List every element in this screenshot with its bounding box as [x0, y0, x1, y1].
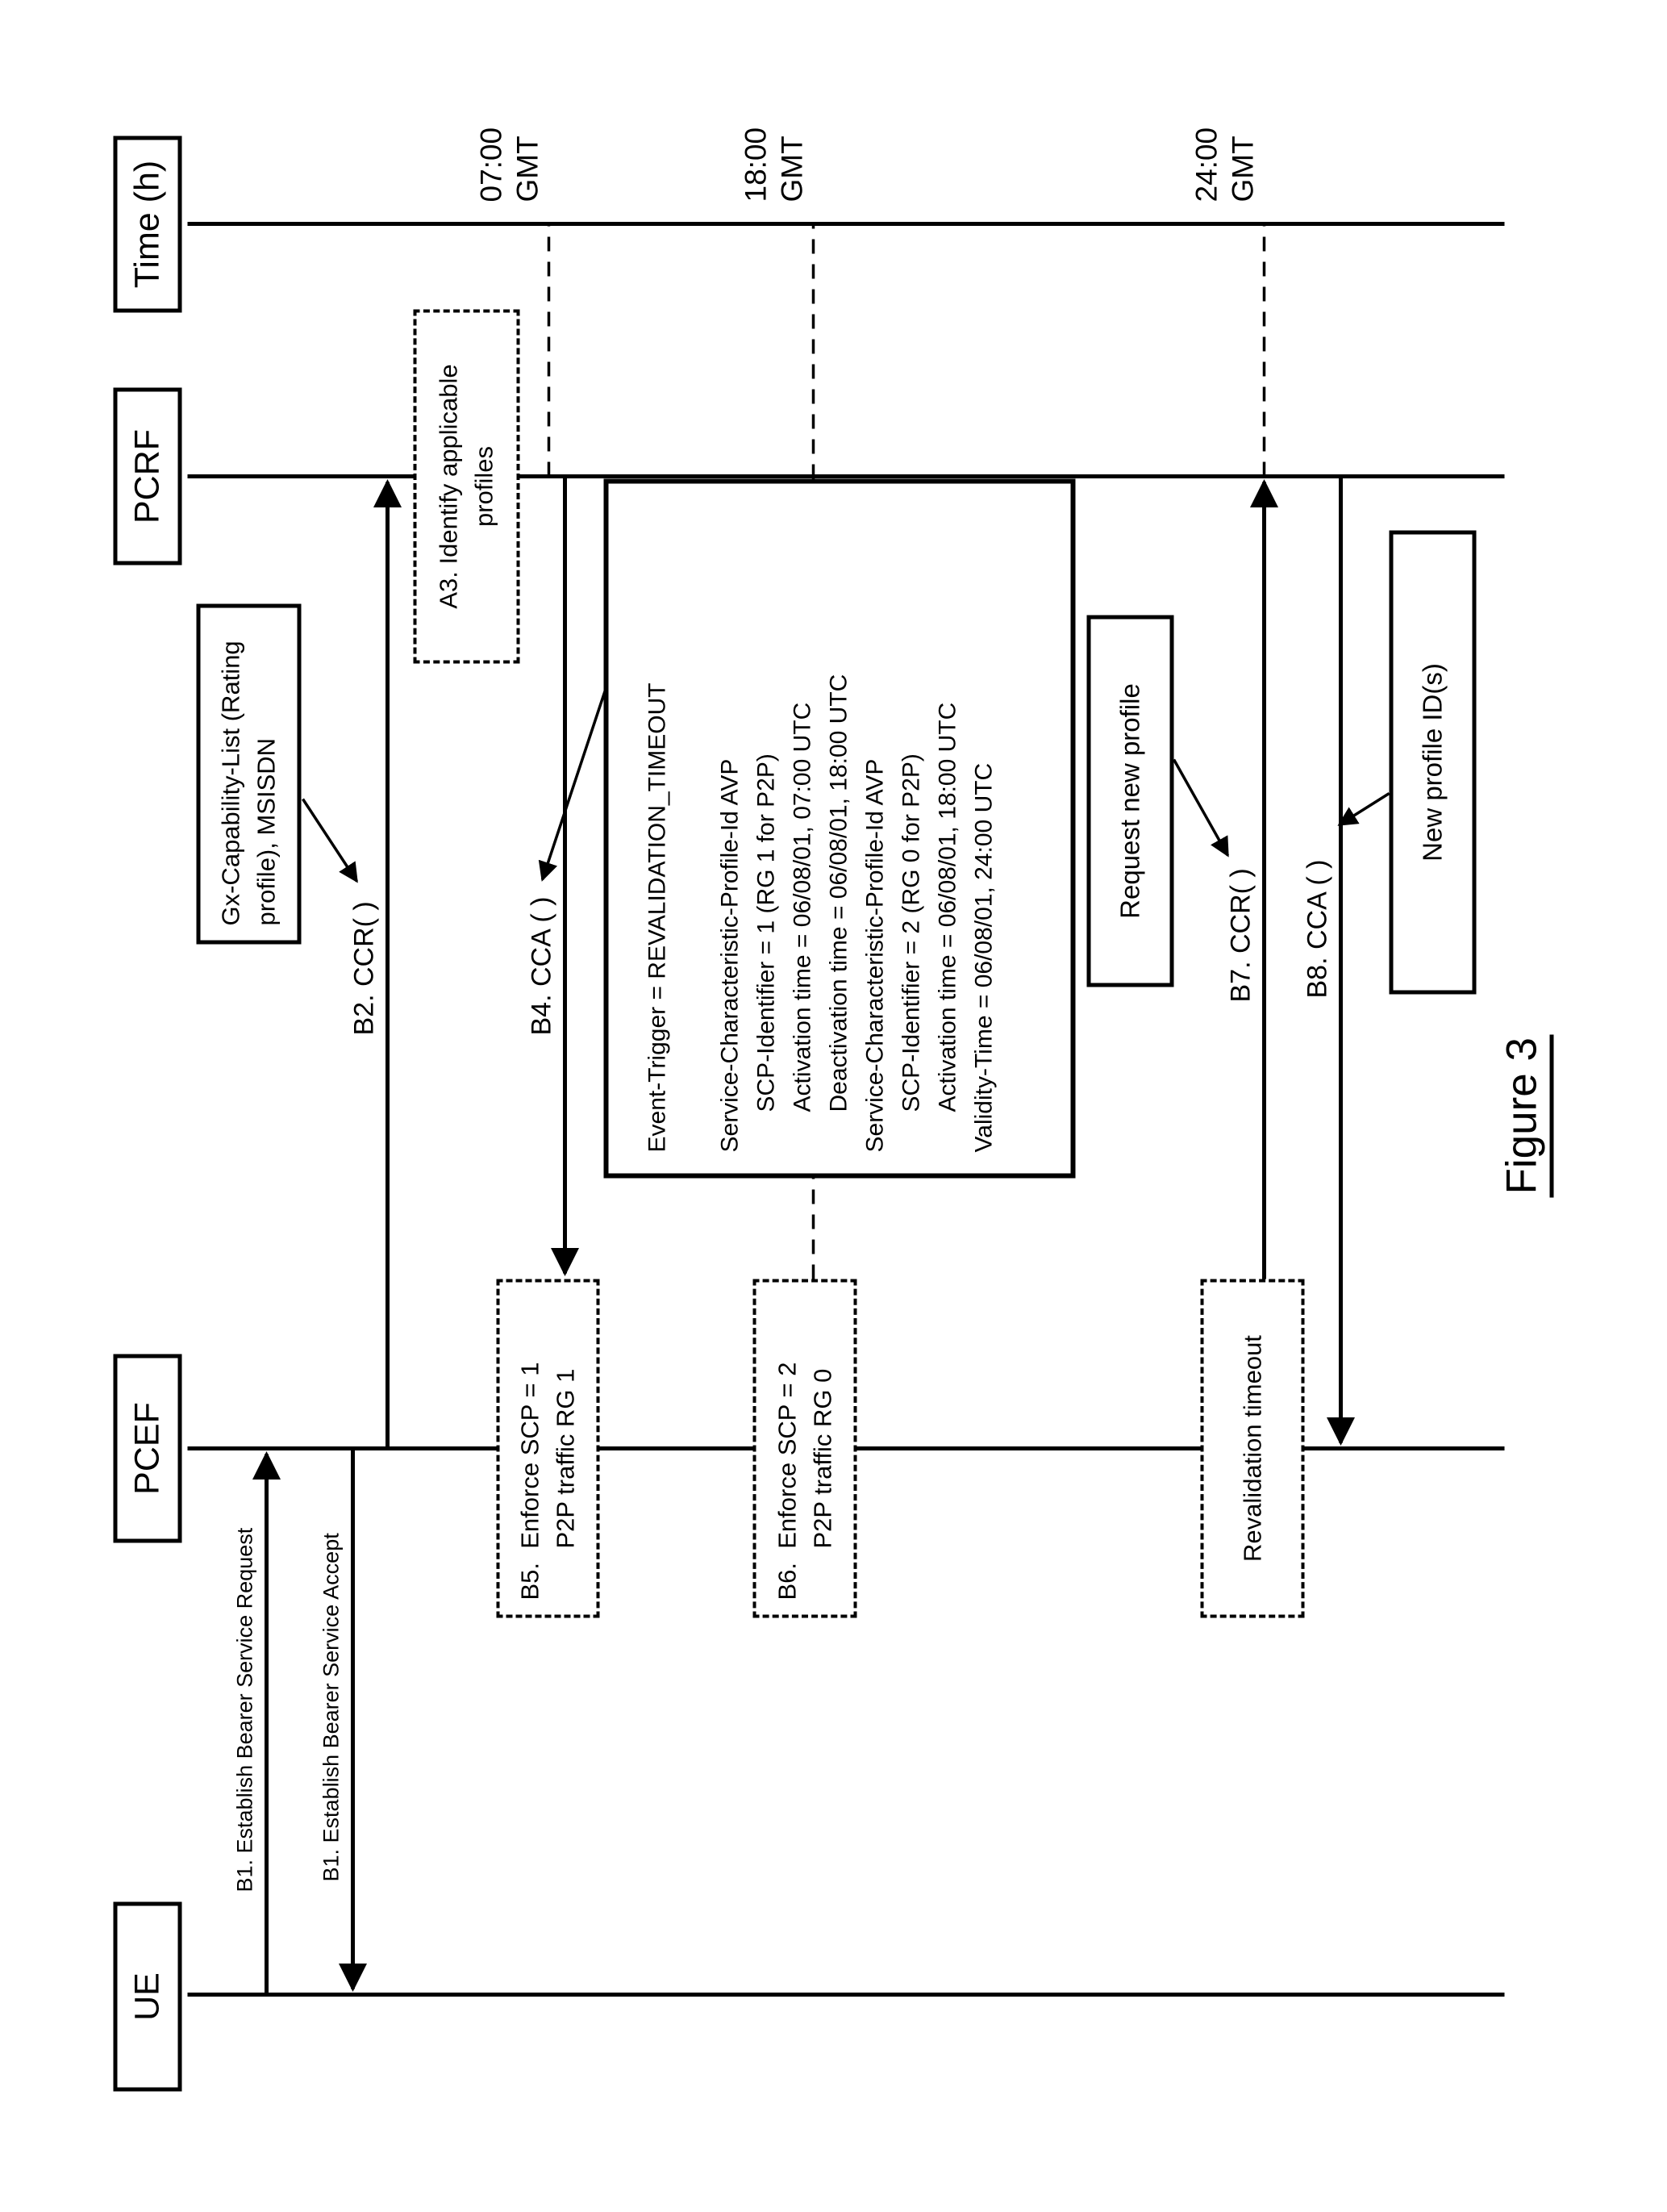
cca-payload-line: Service-Characteristic-Profile-Id AVP — [716, 758, 743, 1152]
time-marker-2400: 24:00 GMT — [1188, 127, 1261, 202]
b8-cca-label: B8. CCA ( ) — [1302, 859, 1332, 998]
b1-request-label: B1. Establish Bearer Service Request — [232, 1527, 256, 1892]
request-profile-callout-arrow — [1172, 758, 1229, 858]
time-marker-0700-time: 07:00 — [474, 127, 507, 202]
time-marker-1800-time: 18:00 — [739, 127, 772, 202]
lifeline-label-time: Time (h) — [127, 160, 166, 288]
revalidation-timeout-activity: Revalidation timeout — [1200, 1279, 1304, 1617]
b1-accept-label: B1. Establish Bearer Service Accept — [319, 1532, 343, 1881]
time-marker-2400-zone: GMT — [1226, 135, 1259, 202]
cca-payload-line: Validity-Time = 06/08/01, 24:00 UTC — [970, 762, 997, 1152]
cca-payload-line: SCP-Identifier = 1 (RG 1 for P2P) — [752, 753, 779, 1152]
request-new-profile-label: Request new profile — [1115, 682, 1144, 919]
lifeline-head-pcef: PCEF — [113, 1354, 181, 1542]
lifeline-label-pcef: PCEF — [127, 1401, 166, 1495]
time-marker-1800-zone: GMT — [775, 135, 808, 202]
figure-caption: Figure 3 — [1497, 1033, 1553, 1197]
cca-payload-line: Activation time = 06/08/01, 18:00 UTC — [934, 702, 961, 1152]
gx-capability-line1: Gx-Capability-List (Rating — [216, 640, 244, 925]
revalidation-timeout-label: Revalidation timeout — [1237, 1334, 1266, 1562]
lifeline-label-ue: UE — [127, 1972, 166, 2021]
lifeline-label-pcrf: PCRF — [127, 428, 166, 524]
time-marker-1800: 18:00 GMT — [737, 127, 810, 202]
cca-payload-callout-arrow — [538, 689, 606, 882]
a3-identify-activity: A3. Identify applicable profiles — [413, 309, 519, 663]
b2-ccr-label: B2. CCR( ) — [348, 900, 379, 1035]
cca-payload-line: Deactivation time = 06/08/01, 18:00 UTC — [825, 674, 852, 1152]
a3-identify-line2: profiles — [469, 445, 498, 527]
lifeline-head-time: Time (h) — [113, 136, 181, 312]
request-new-profile-note: Request new profile — [1086, 615, 1173, 987]
lifeline-head-pcrf: PCRF — [113, 387, 181, 565]
new-profile-ids-label: New profile ID(s) — [1417, 662, 1447, 862]
time-marker-0700: 07:00 GMT — [473, 127, 545, 202]
b4-cca-label: B4. CCA ( ) — [526, 896, 556, 1035]
b6-enforce-line1: B6. Enforce SCP = 2 — [772, 1362, 801, 1600]
b6-enforce-line2: P2P traffic RG 0 — [807, 1368, 836, 1548]
gx-capability-note: Gx-Capability-List (Rating profile), MSI… — [196, 603, 301, 944]
time-marker-2400-time: 24:00 — [1190, 127, 1223, 202]
gx-capability-line2: profile), MSISDN — [252, 737, 280, 925]
cca-payload-note: Event-Trigger = REVALIDATION_TIMEOUT Ser… — [603, 478, 1075, 1178]
a3-identify-line1: A3. Identify applicable — [434, 363, 462, 609]
cca-payload-line: SCP-Identifier = 2 (RG 0 for P2P) — [898, 753, 924, 1152]
b5-enforce-line2: P2P traffic RG 1 — [551, 1368, 579, 1548]
new-profile-callout-arrow — [1336, 791, 1390, 826]
cca-payload-line — [675, 491, 711, 1152]
b7-ccr-label: B7. CCR( ) — [1225, 867, 1256, 1002]
gx-callout-arrow — [301, 798, 358, 883]
b5-enforce-line1: B5. Enforce SCP = 1 — [515, 1362, 544, 1600]
new-profile-ids-note: New profile ID(s) — [1389, 530, 1476, 994]
b5-enforce-activity: B5. Enforce SCP = 1 P2P traffic RG 1 — [496, 1279, 599, 1617]
b6-enforce-activity: B6. Enforce SCP = 2 P2P traffic RG 0 — [752, 1279, 856, 1617]
lifeline-head-ue: UE — [113, 1901, 181, 2091]
time-marker-0700-zone: GMT — [511, 135, 544, 202]
cca-payload-line: Event-Trigger = REVALIDATION_TIMEOUT — [644, 682, 670, 1152]
cca-payload-line: Service-Characteristic-Profile-Id AVP — [861, 758, 888, 1152]
cca-payload-line: Activation time = 06/08/01, 07:00 UTC — [789, 702, 815, 1152]
